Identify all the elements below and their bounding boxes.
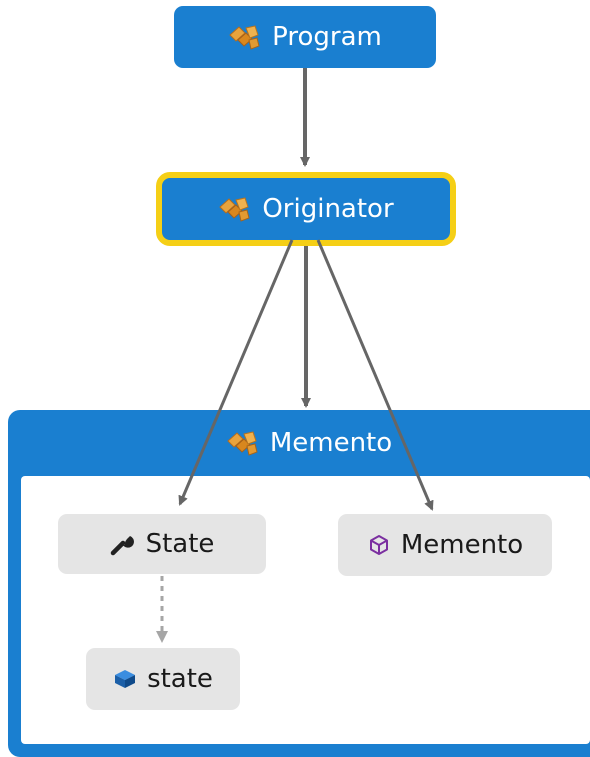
wrench-icon bbox=[110, 536, 134, 556]
originator-node[interactable]: Originator bbox=[156, 172, 456, 246]
program-label: Program bbox=[272, 22, 382, 52]
memento-member-node[interactable]: Memento bbox=[338, 514, 552, 576]
class-cluster-icon bbox=[229, 25, 260, 50]
state-field-label: state bbox=[147, 664, 213, 694]
field-icon bbox=[115, 670, 136, 688]
memento-member-label: Memento bbox=[400, 530, 524, 560]
state-property-node[interactable]: State bbox=[58, 514, 266, 574]
class-cluster-icon bbox=[219, 197, 250, 222]
class-cluster-icon bbox=[227, 431, 258, 456]
program-node[interactable]: Program bbox=[174, 6, 436, 68]
memento-group-label: Memento bbox=[269, 428, 393, 458]
originator-label: Originator bbox=[262, 194, 394, 224]
state-field-node[interactable]: state bbox=[86, 648, 240, 710]
state-property-label: State bbox=[145, 529, 215, 559]
cube-outline-icon bbox=[369, 535, 388, 555]
memento-group-header[interactable]: Memento bbox=[8, 410, 590, 476]
